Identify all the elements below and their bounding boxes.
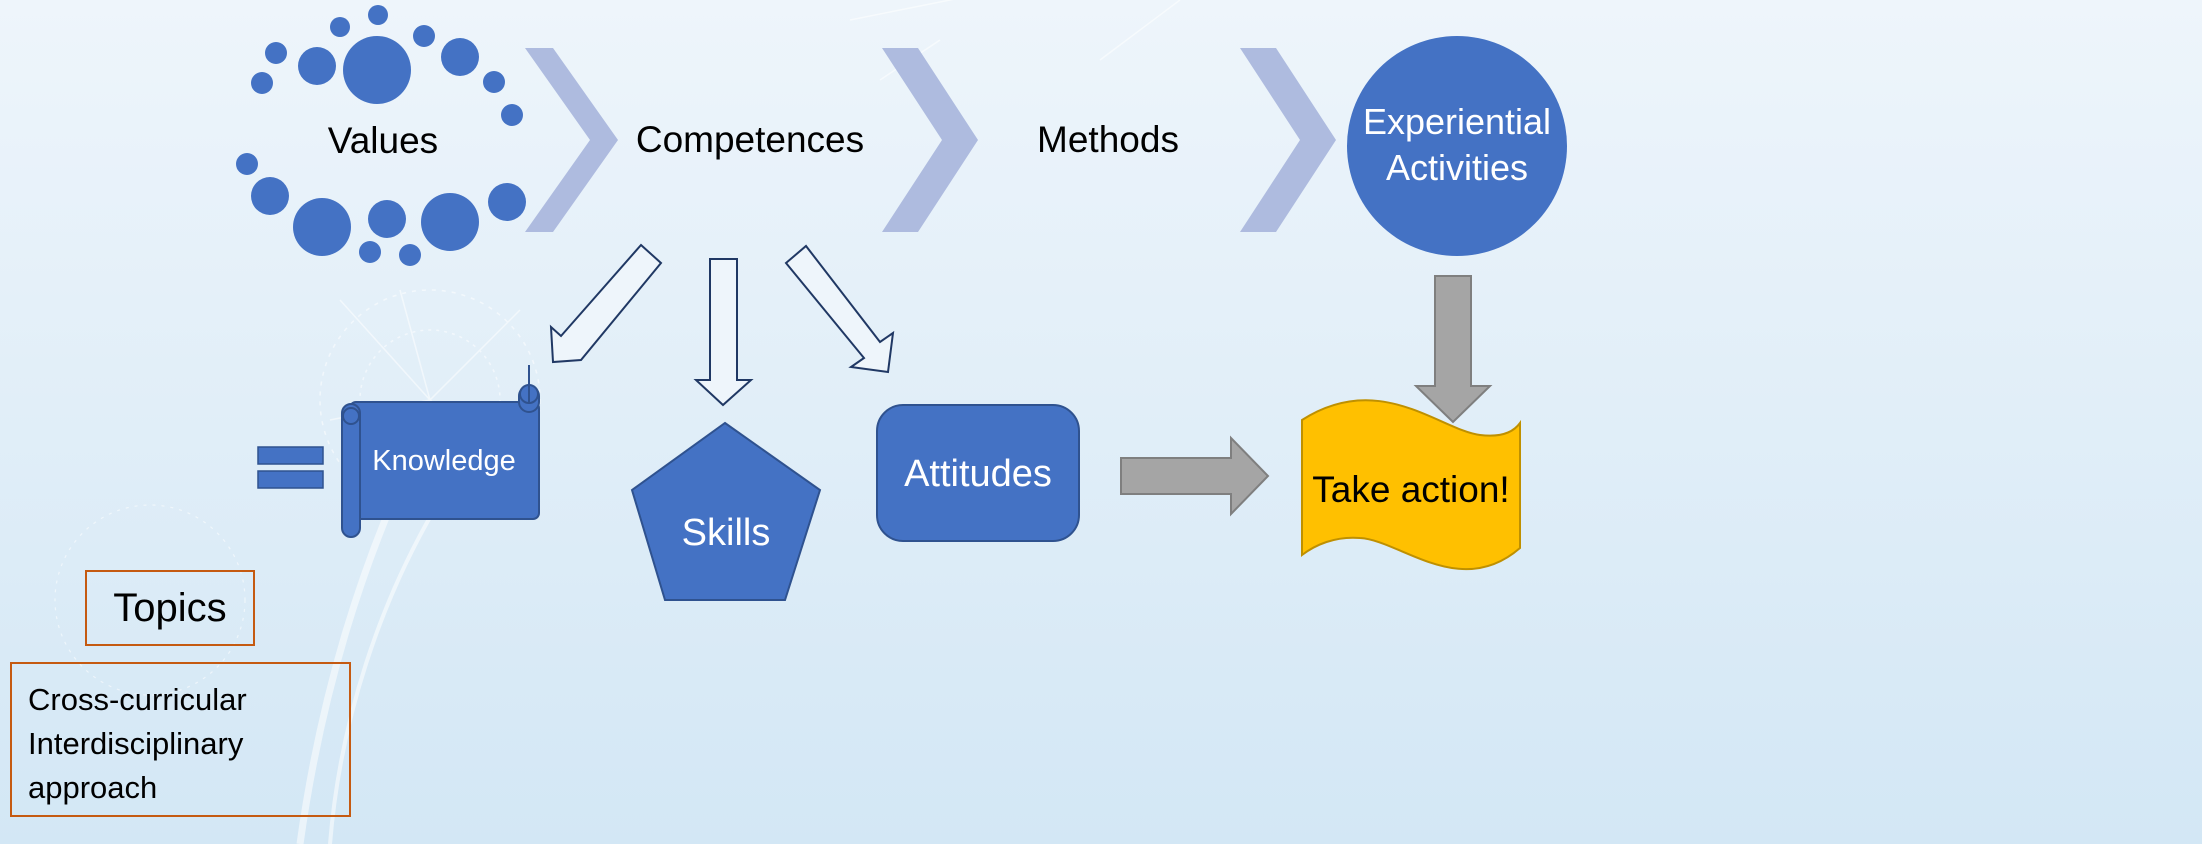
arrow-to-attitudes	[784, 244, 895, 374]
approach-line-3: approach	[28, 770, 158, 805]
chevron-3	[1240, 48, 1336, 232]
methods-label: Methods	[1037, 119, 1179, 160]
competences-label: Competences	[636, 119, 864, 160]
knowledge-scroll	[341, 365, 540, 538]
experiential-activities-circle	[1347, 36, 1567, 256]
approach-line-2: Interdisciplinary	[28, 726, 244, 761]
equals-sign-icon	[257, 446, 324, 489]
skills-label: Skills	[682, 512, 771, 554]
arrow-to-knowledge	[549, 243, 663, 364]
knowledge-label: Knowledge	[372, 445, 516, 477]
arrow-attitudes-to-action	[1120, 435, 1270, 517]
take-action-label: Take action!	[1312, 469, 1509, 510]
attitudes-label: Attitudes	[904, 453, 1052, 495]
values-label: Values	[328, 120, 438, 161]
approach-box: Cross-curricular Interdisciplinary appro…	[10, 662, 351, 817]
process-chevrons	[525, 48, 1336, 232]
attitudes-box	[876, 404, 1080, 542]
experiential-label-line-1: Experiential	[1363, 101, 1551, 142]
values-dot-cluster	[236, 5, 526, 266]
arrow-to-skills	[693, 258, 754, 407]
approach-line-1: Cross-curricular	[28, 682, 247, 717]
arrow-activities-to-action	[1413, 275, 1493, 424]
experiential-label-line-2: Activities	[1386, 147, 1528, 188]
topics-label: Topics	[113, 585, 227, 630]
skills-pentagon	[630, 421, 822, 601]
topics-box: Topics	[85, 570, 255, 646]
chevron-2	[882, 48, 978, 232]
take-action-banner	[1301, 399, 1521, 570]
chevron-1	[525, 48, 618, 232]
